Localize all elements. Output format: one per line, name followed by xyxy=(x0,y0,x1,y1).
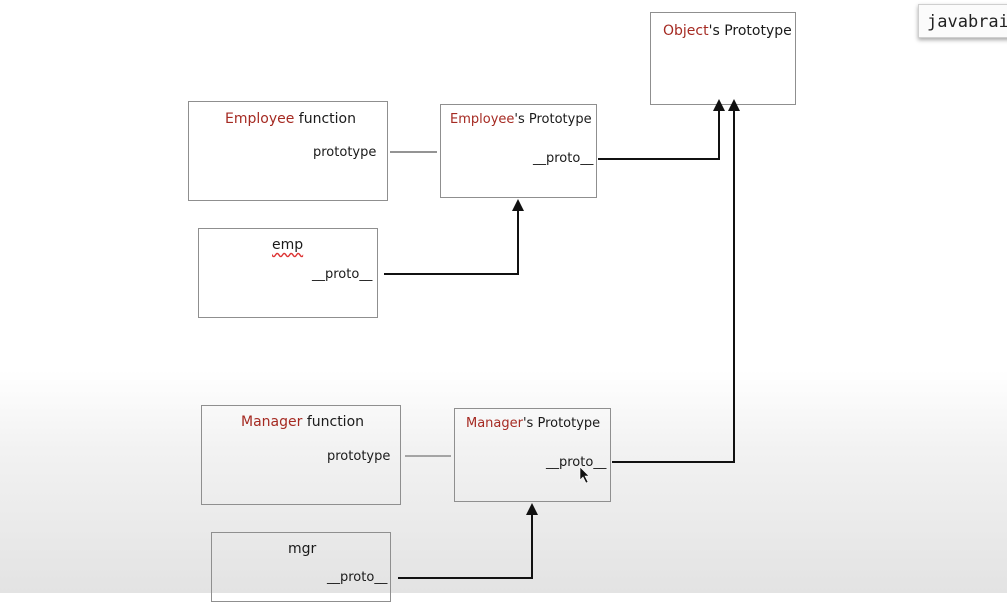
object-prototype-suffix: 's Prototype xyxy=(708,23,792,39)
watermark-badge: javabrai xyxy=(918,4,1007,38)
mgr-label: mgr xyxy=(288,541,317,557)
manager-prototype-suffix: 's Prototype xyxy=(522,416,601,431)
employee-prototype-title: Employee's Prototype xyxy=(450,112,592,127)
employee-label: Employee xyxy=(225,111,295,127)
emp-title: emp xyxy=(272,237,303,253)
mgr-proto-arrow xyxy=(398,503,538,579)
manager-proto-label: Manager xyxy=(466,416,523,431)
manager-label: Manager xyxy=(241,414,303,430)
employee-prototype-box: Employee's Prototype __proto__ xyxy=(440,104,597,198)
employee-proto-label: Employee xyxy=(450,112,515,127)
manager-function-suffix: function xyxy=(302,414,365,430)
employee-prototype-suffix: 's Prototype xyxy=(514,112,592,127)
object-label: Object xyxy=(663,23,709,39)
manager-prototype-proto-field: __proto__ xyxy=(546,455,607,470)
manager-proto-arrow xyxy=(612,99,740,463)
mgr-title: mgr xyxy=(288,541,316,557)
manager-prototype-box: Manager's Prototype __proto__ xyxy=(454,408,611,502)
mouse-cursor-icon xyxy=(579,466,590,484)
manager-prototype-title: Manager's Prototype xyxy=(466,416,600,431)
object-prototype-title: Object's Prototype xyxy=(663,23,792,39)
employee-prototype-field: prototype xyxy=(313,145,377,160)
mgr-proto-field: __proto__ xyxy=(327,570,388,585)
employee-function-box: Employee function prototype xyxy=(188,101,388,201)
manager-function-title: Manager function xyxy=(241,414,364,430)
emp-label: emp xyxy=(272,237,304,253)
employee-prototype-proto-field: __proto__ xyxy=(533,151,594,166)
employee-proto-arrow xyxy=(598,99,725,160)
employee-function-title: Employee function xyxy=(225,111,356,127)
manager-prototype-field: prototype xyxy=(327,449,391,464)
manager-function-box: Manager function prototype xyxy=(201,405,401,505)
emp-box: emp __proto__ xyxy=(198,228,378,318)
emp-proto-field: __proto__ xyxy=(312,267,373,282)
employee-function-suffix: function xyxy=(294,111,356,127)
emp-proto-arrow xyxy=(384,199,524,275)
